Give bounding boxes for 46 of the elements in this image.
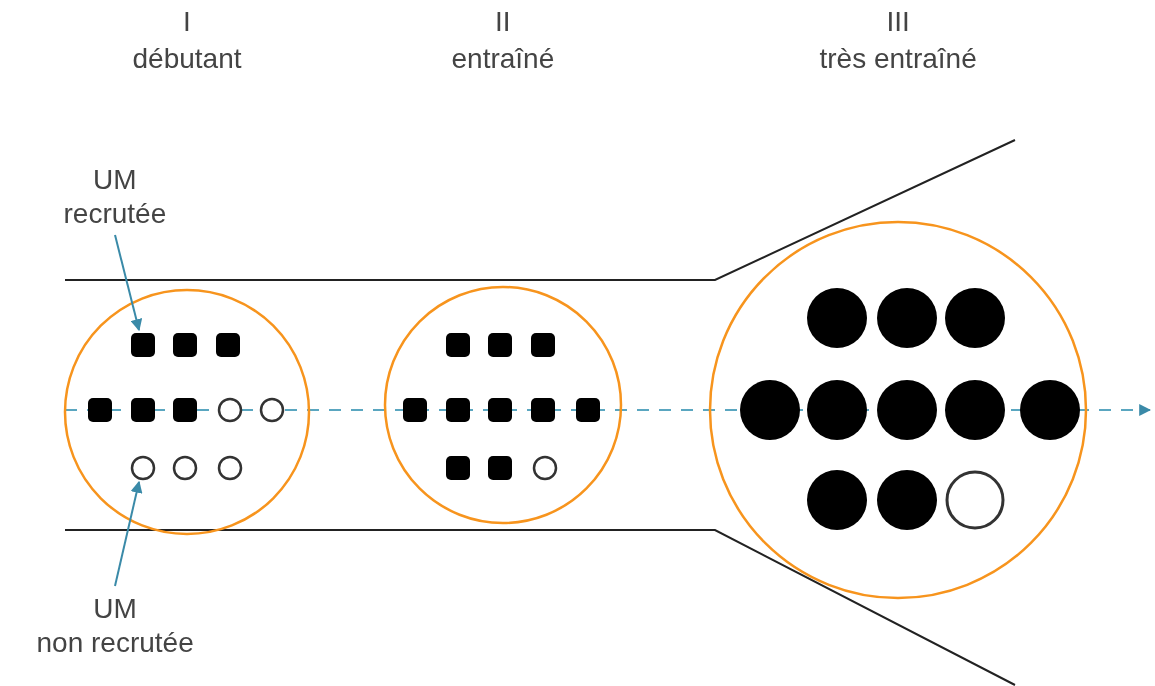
non-recruited-unit (130, 455, 156, 481)
recruited-unit (131, 333, 155, 357)
callout-text: UM recrutée (63, 163, 167, 231)
recruited-unit (531, 333, 555, 357)
cross-section (708, 220, 1088, 600)
recruited-unit (446, 333, 470, 357)
recruited-unit (945, 380, 1005, 440)
recruited-unit (531, 398, 555, 422)
non-recruited-unit (532, 455, 558, 481)
stage-numeral: II (495, 5, 511, 39)
non-recruited-unit (217, 397, 243, 423)
leader-line (114, 480, 143, 587)
recruited-unit (807, 470, 867, 530)
recruited-unit (216, 333, 240, 357)
stage-numeral: I (183, 5, 191, 39)
stage-label: très entraîné (819, 42, 977, 76)
recruited-unit (403, 398, 427, 422)
recruited-unit (446, 456, 470, 480)
recruited-unit (488, 333, 512, 357)
non-recruited-unit (945, 470, 1005, 530)
stage-numeral: III (886, 5, 910, 39)
recruited-unit (807, 288, 867, 348)
recruited-unit (488, 456, 512, 480)
cross-section (383, 285, 623, 525)
stage-label: entraîné (451, 42, 555, 76)
recruited-unit (945, 288, 1005, 348)
non-recruited-unit (172, 455, 198, 481)
recruited-unit (740, 380, 800, 440)
recruited-unit (877, 288, 937, 348)
recruited-unit (488, 398, 512, 422)
recruited-unit (877, 380, 937, 440)
recruited-unit (88, 398, 112, 422)
non-recruited-unit (259, 397, 285, 423)
leader-line (114, 234, 143, 332)
callout-text: UM non recrutée (36, 592, 194, 660)
recruited-unit (1020, 380, 1080, 440)
non-recruited-unit (217, 455, 243, 481)
stage-label: débutant (132, 42, 242, 76)
recruited-unit (807, 380, 867, 440)
recruited-unit (131, 398, 155, 422)
recruited-unit (173, 398, 197, 422)
recruited-unit (173, 333, 197, 357)
recruited-unit (446, 398, 470, 422)
cross-section (63, 288, 311, 536)
recruited-unit (877, 470, 937, 530)
recruited-unit (576, 398, 600, 422)
